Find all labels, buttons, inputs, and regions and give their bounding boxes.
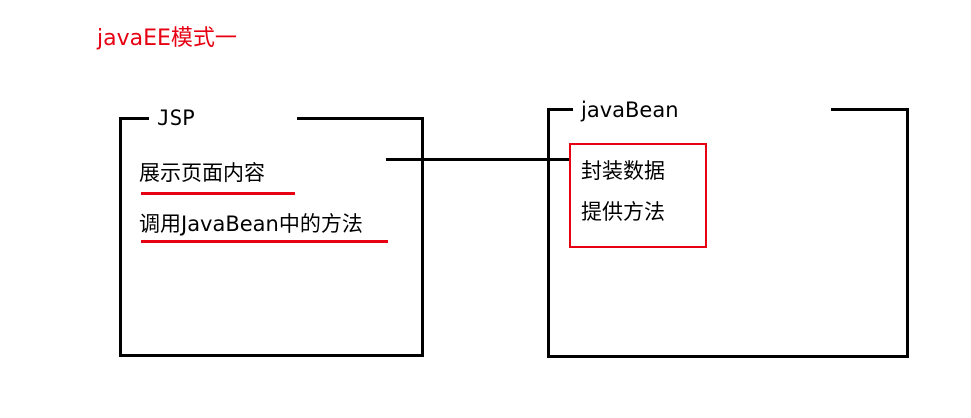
jsp-item-call-javabean-methods: 调用JavaBean中的方法 [139, 212, 363, 236]
jsp-item-display-content: 展示页面内容 [139, 161, 265, 185]
javabean-highlight-box [569, 143, 707, 248]
bean-item-encapsulate-data: 封装数据 [581, 159, 665, 183]
page-title: javaEE模式一 [97, 26, 237, 51]
jsp-item-display-content-underline [141, 192, 295, 195]
javabean-box-label: javaBean [573, 98, 831, 122]
jsp-item-call-javabean-methods-underline [141, 240, 388, 243]
connector-line [386, 158, 571, 161]
bean-item-provide-methods: 提供方法 [581, 200, 665, 224]
jsp-box-label: JSP [149, 106, 297, 130]
